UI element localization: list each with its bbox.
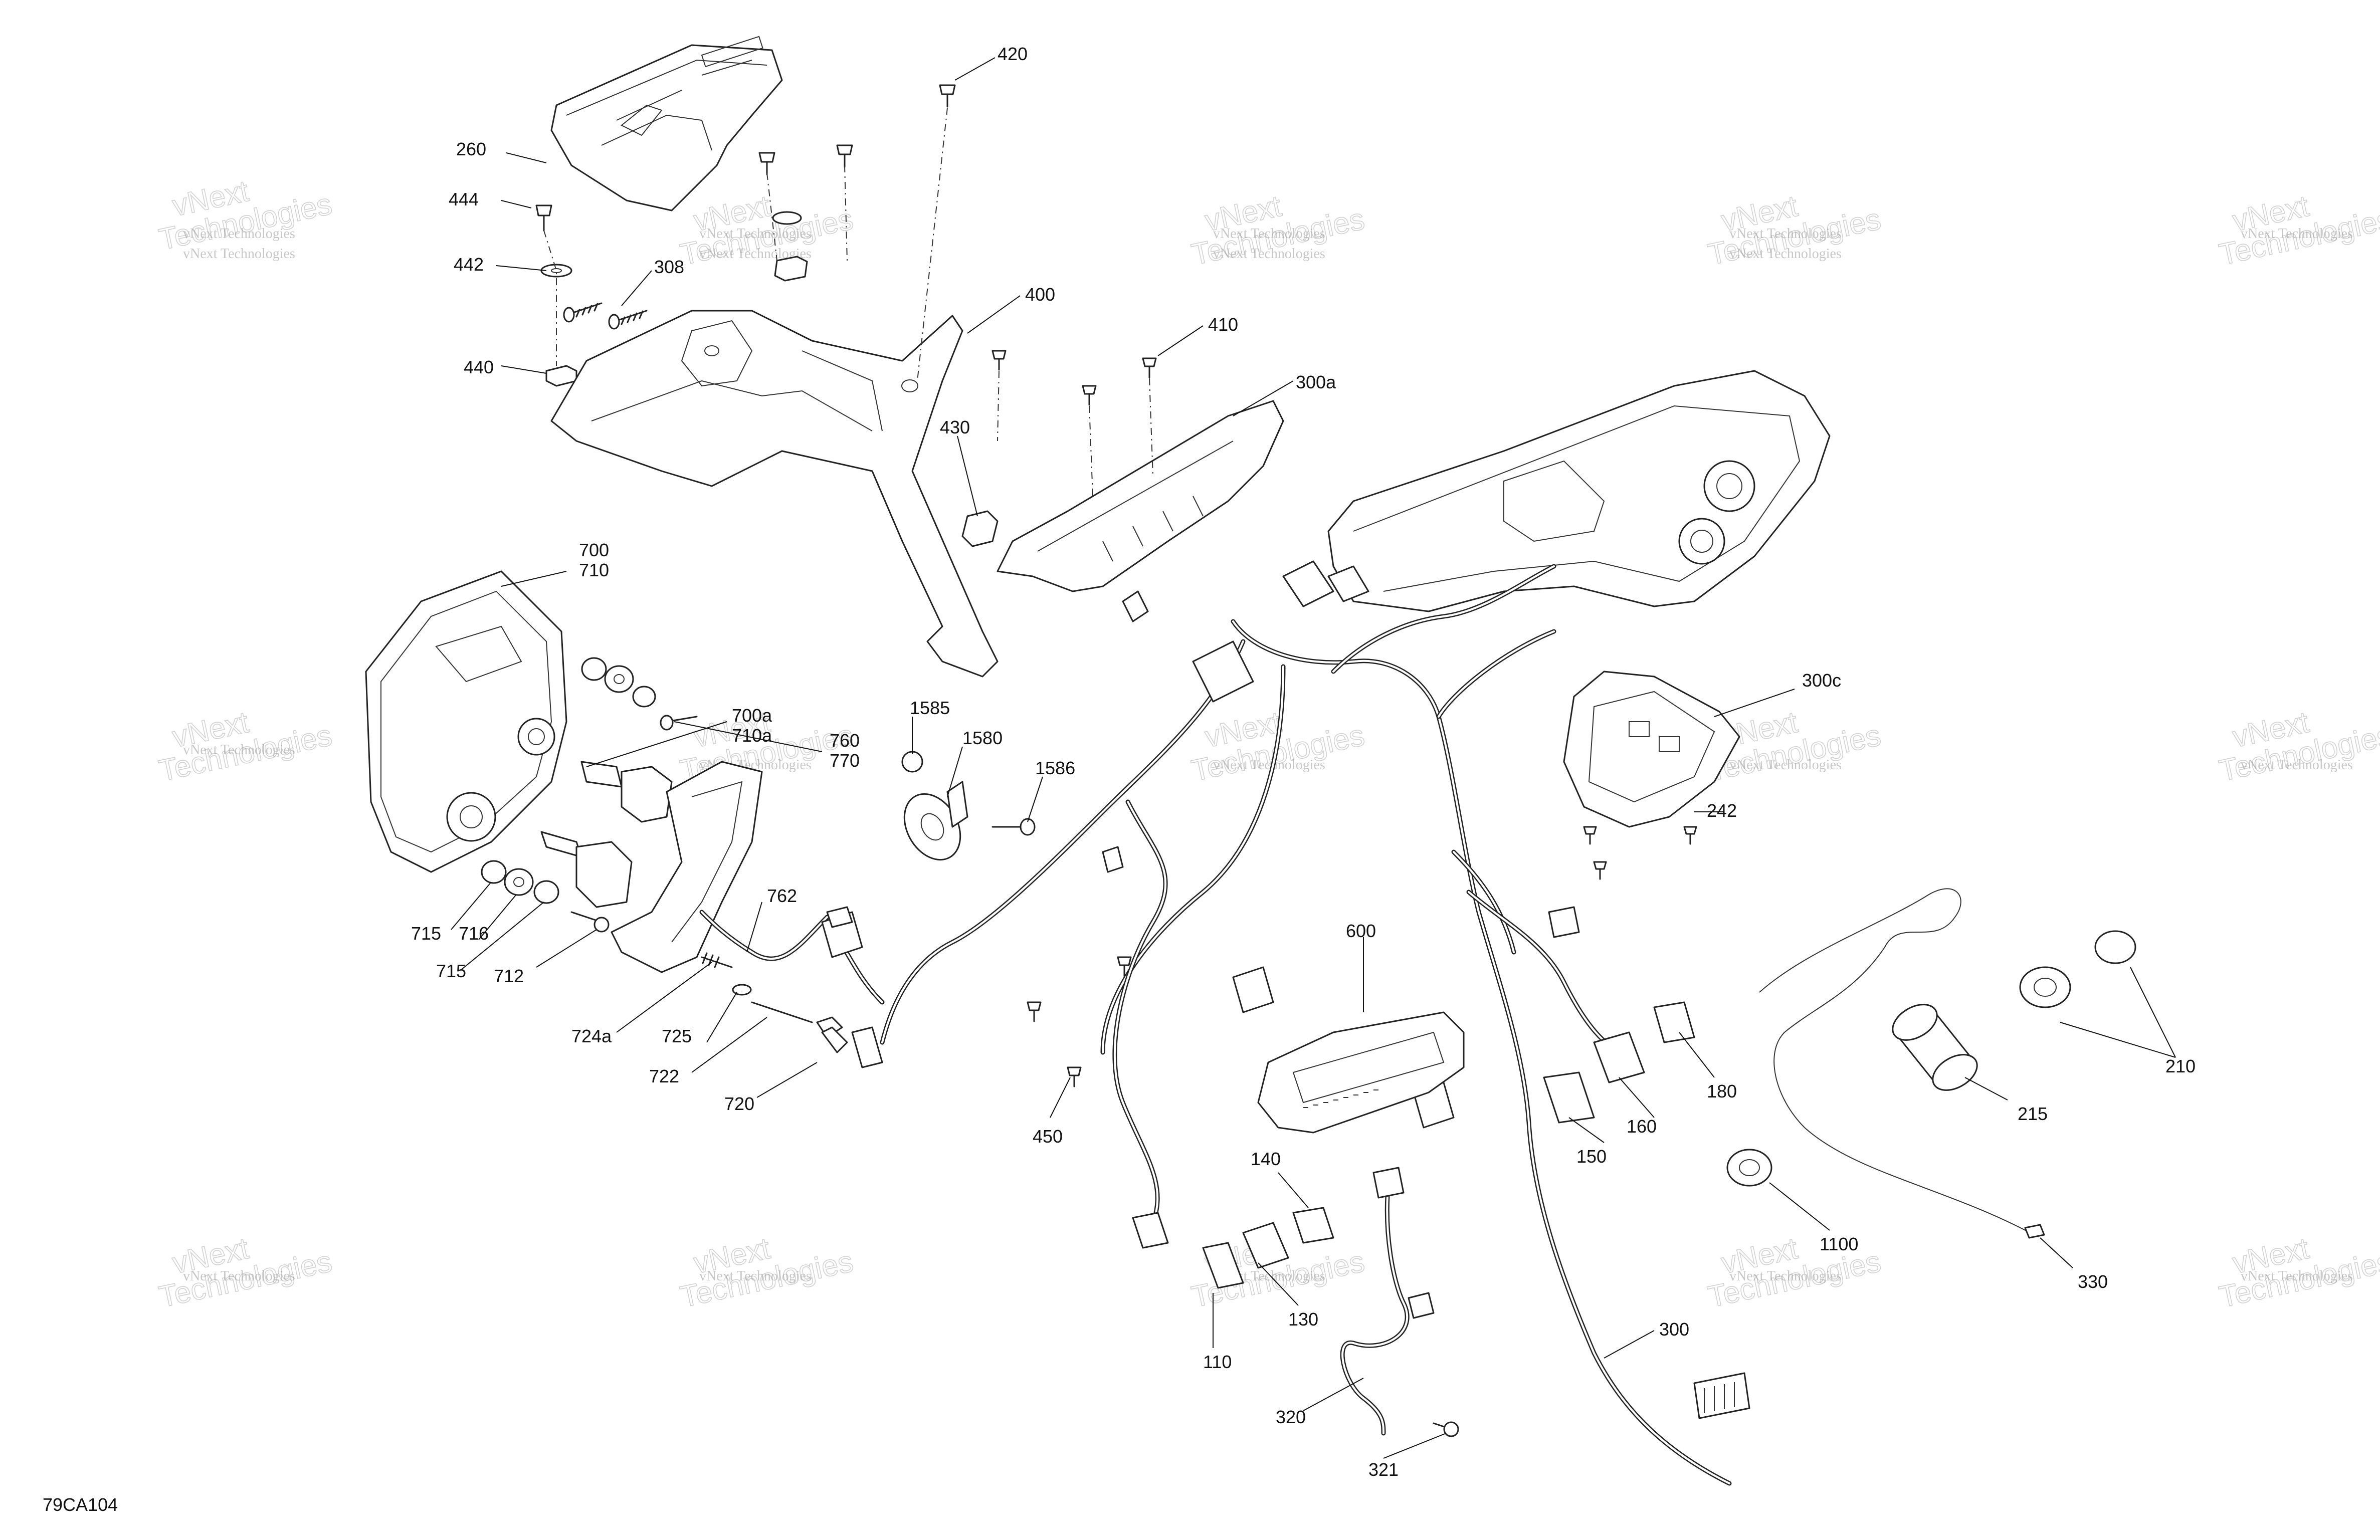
callout-716: 716 [459, 923, 489, 944]
part-bracket-400 [550, 310, 999, 678]
part-harness-320 [1340, 1167, 1459, 1437]
part-grommet-430 [961, 510, 999, 547]
watermark: vNext Technologies [1729, 226, 1842, 242]
part-screws-top [758, 84, 956, 282]
callout-725: 725 [662, 1026, 692, 1046]
callout-300: 300 [1659, 1319, 1689, 1340]
part-switches-right [1543, 1001, 1695, 1124]
watermark: vNext Technologies [1213, 246, 1325, 262]
callout-320: 320 [1276, 1407, 1306, 1427]
part-screw-444 [535, 204, 572, 278]
watermark: vNext Technologies [699, 226, 812, 242]
callout-1586: 1586 [1035, 758, 1075, 778]
watermark: vNext Technologies [183, 1268, 295, 1284]
callout-160: 160 [1627, 1116, 1657, 1137]
part-screws-450 [1027, 956, 1132, 1087]
watermark: vNext Technologies [2241, 757, 2353, 773]
callout-130: 130 [1288, 1309, 1318, 1330]
watermark: vNext Technologies [1213, 757, 1325, 773]
callout-1100: 1100 [1820, 1234, 1858, 1254]
callout-210: 210 [2165, 1056, 2196, 1076]
part-keyswitch-210 [2019, 930, 2136, 1008]
callout-722: 722 [649, 1066, 679, 1086]
harness-connectors [1102, 560, 1580, 1129]
callout-440: 440 [464, 357, 494, 377]
callout-labels: 420 260 444 442 308 400 410 440 300a 430… [411, 44, 2196, 1480]
callout-110: 110 [1203, 1352, 1232, 1372]
callout-420: 420 [998, 44, 1028, 64]
watermark: vNext Technologies [2241, 1268, 2353, 1284]
part-cylinder-215 [1892, 1004, 1978, 1091]
callout-400: 400 [1025, 284, 1055, 305]
part-display-600 [1257, 1011, 1465, 1134]
callout-300c: 300c [1802, 670, 1841, 691]
callout-710: 710 [579, 560, 609, 580]
callout-700a: 700a [732, 705, 772, 726]
callout-700: 700 [579, 540, 609, 560]
callout-724a: 724a [571, 1026, 612, 1046]
callout-760: 760 [830, 730, 860, 751]
part-switches [1132, 1207, 1334, 1289]
callout-442: 442 [454, 254, 484, 275]
callout-430: 430 [940, 417, 970, 437]
diagram-code: 79CA104 [43, 1494, 118, 1515]
callout-600: 600 [1346, 921, 1376, 941]
callout-720: 720 [724, 1093, 754, 1114]
part-cable-330 [1759, 888, 2045, 1239]
callout-710a: 710a [732, 725, 772, 746]
part-horn-1580 [901, 751, 1036, 861]
callout-215: 215 [2018, 1104, 2048, 1124]
callout-712: 712 [494, 966, 524, 986]
callout-150: 150 [1576, 1146, 1607, 1167]
callout-140: 140 [1251, 1149, 1281, 1169]
part-bracket-760 [611, 761, 763, 973]
watermark: vNext Technologies [1213, 226, 1325, 242]
part-cover-260 [550, 36, 783, 211]
part-headlight-700 [365, 570, 567, 873]
callout-715b: 715 [436, 961, 466, 981]
part-clip-440 [545, 365, 577, 387]
part-harness-branch-left [699, 906, 885, 1068]
part-dash-frame [1327, 370, 1831, 612]
part-fusebox-300a [991, 350, 1284, 592]
watermark: vNext Technologies [183, 742, 295, 758]
callout-260: 260 [456, 139, 486, 159]
callout-410: 410 [1208, 314, 1238, 335]
callout-330: 330 [2078, 1271, 2108, 1292]
watermark: vNext Technologies [1729, 757, 1842, 773]
callout-444: 444 [449, 189, 479, 209]
part-socket-1100 [1726, 1149, 1772, 1187]
part-washers-715 [481, 860, 610, 933]
callout-1585: 1585 [910, 698, 950, 718]
part-harness-300 [880, 564, 1750, 1486]
callout-242: 242 [1707, 800, 1737, 821]
part-screws-242 [1583, 826, 1697, 880]
watermark: vNext Technologies [699, 1268, 812, 1284]
callout-300a: 300a [1296, 372, 1336, 392]
callout-450: 450 [1033, 1126, 1063, 1147]
watermark: vNext Technologies [183, 226, 295, 242]
watermark: vNext Technologies [183, 246, 295, 262]
watermark: vNext Technologies [1729, 246, 1842, 262]
callout-180: 180 [1707, 1081, 1737, 1102]
watermark: vNext Technologies [1729, 1268, 1842, 1284]
assembly-dashed-lines [543, 107, 1153, 497]
part-adjuster [732, 984, 848, 1053]
part-bulb-700a [540, 761, 673, 908]
part-washers [581, 657, 698, 731]
leader-lines [451, 57, 2176, 1459]
callout-308: 308 [654, 257, 684, 277]
part-fuseblock-300c [1563, 671, 1740, 828]
callout-762: 762 [767, 886, 797, 906]
watermark: vNext Technologies [2241, 226, 2353, 242]
callout-770: 770 [830, 750, 860, 771]
callout-1580: 1580 [962, 728, 1003, 748]
callout-715: 715 [411, 923, 441, 944]
callout-321: 321 [1368, 1459, 1399, 1480]
part-screws-308 [563, 302, 648, 330]
